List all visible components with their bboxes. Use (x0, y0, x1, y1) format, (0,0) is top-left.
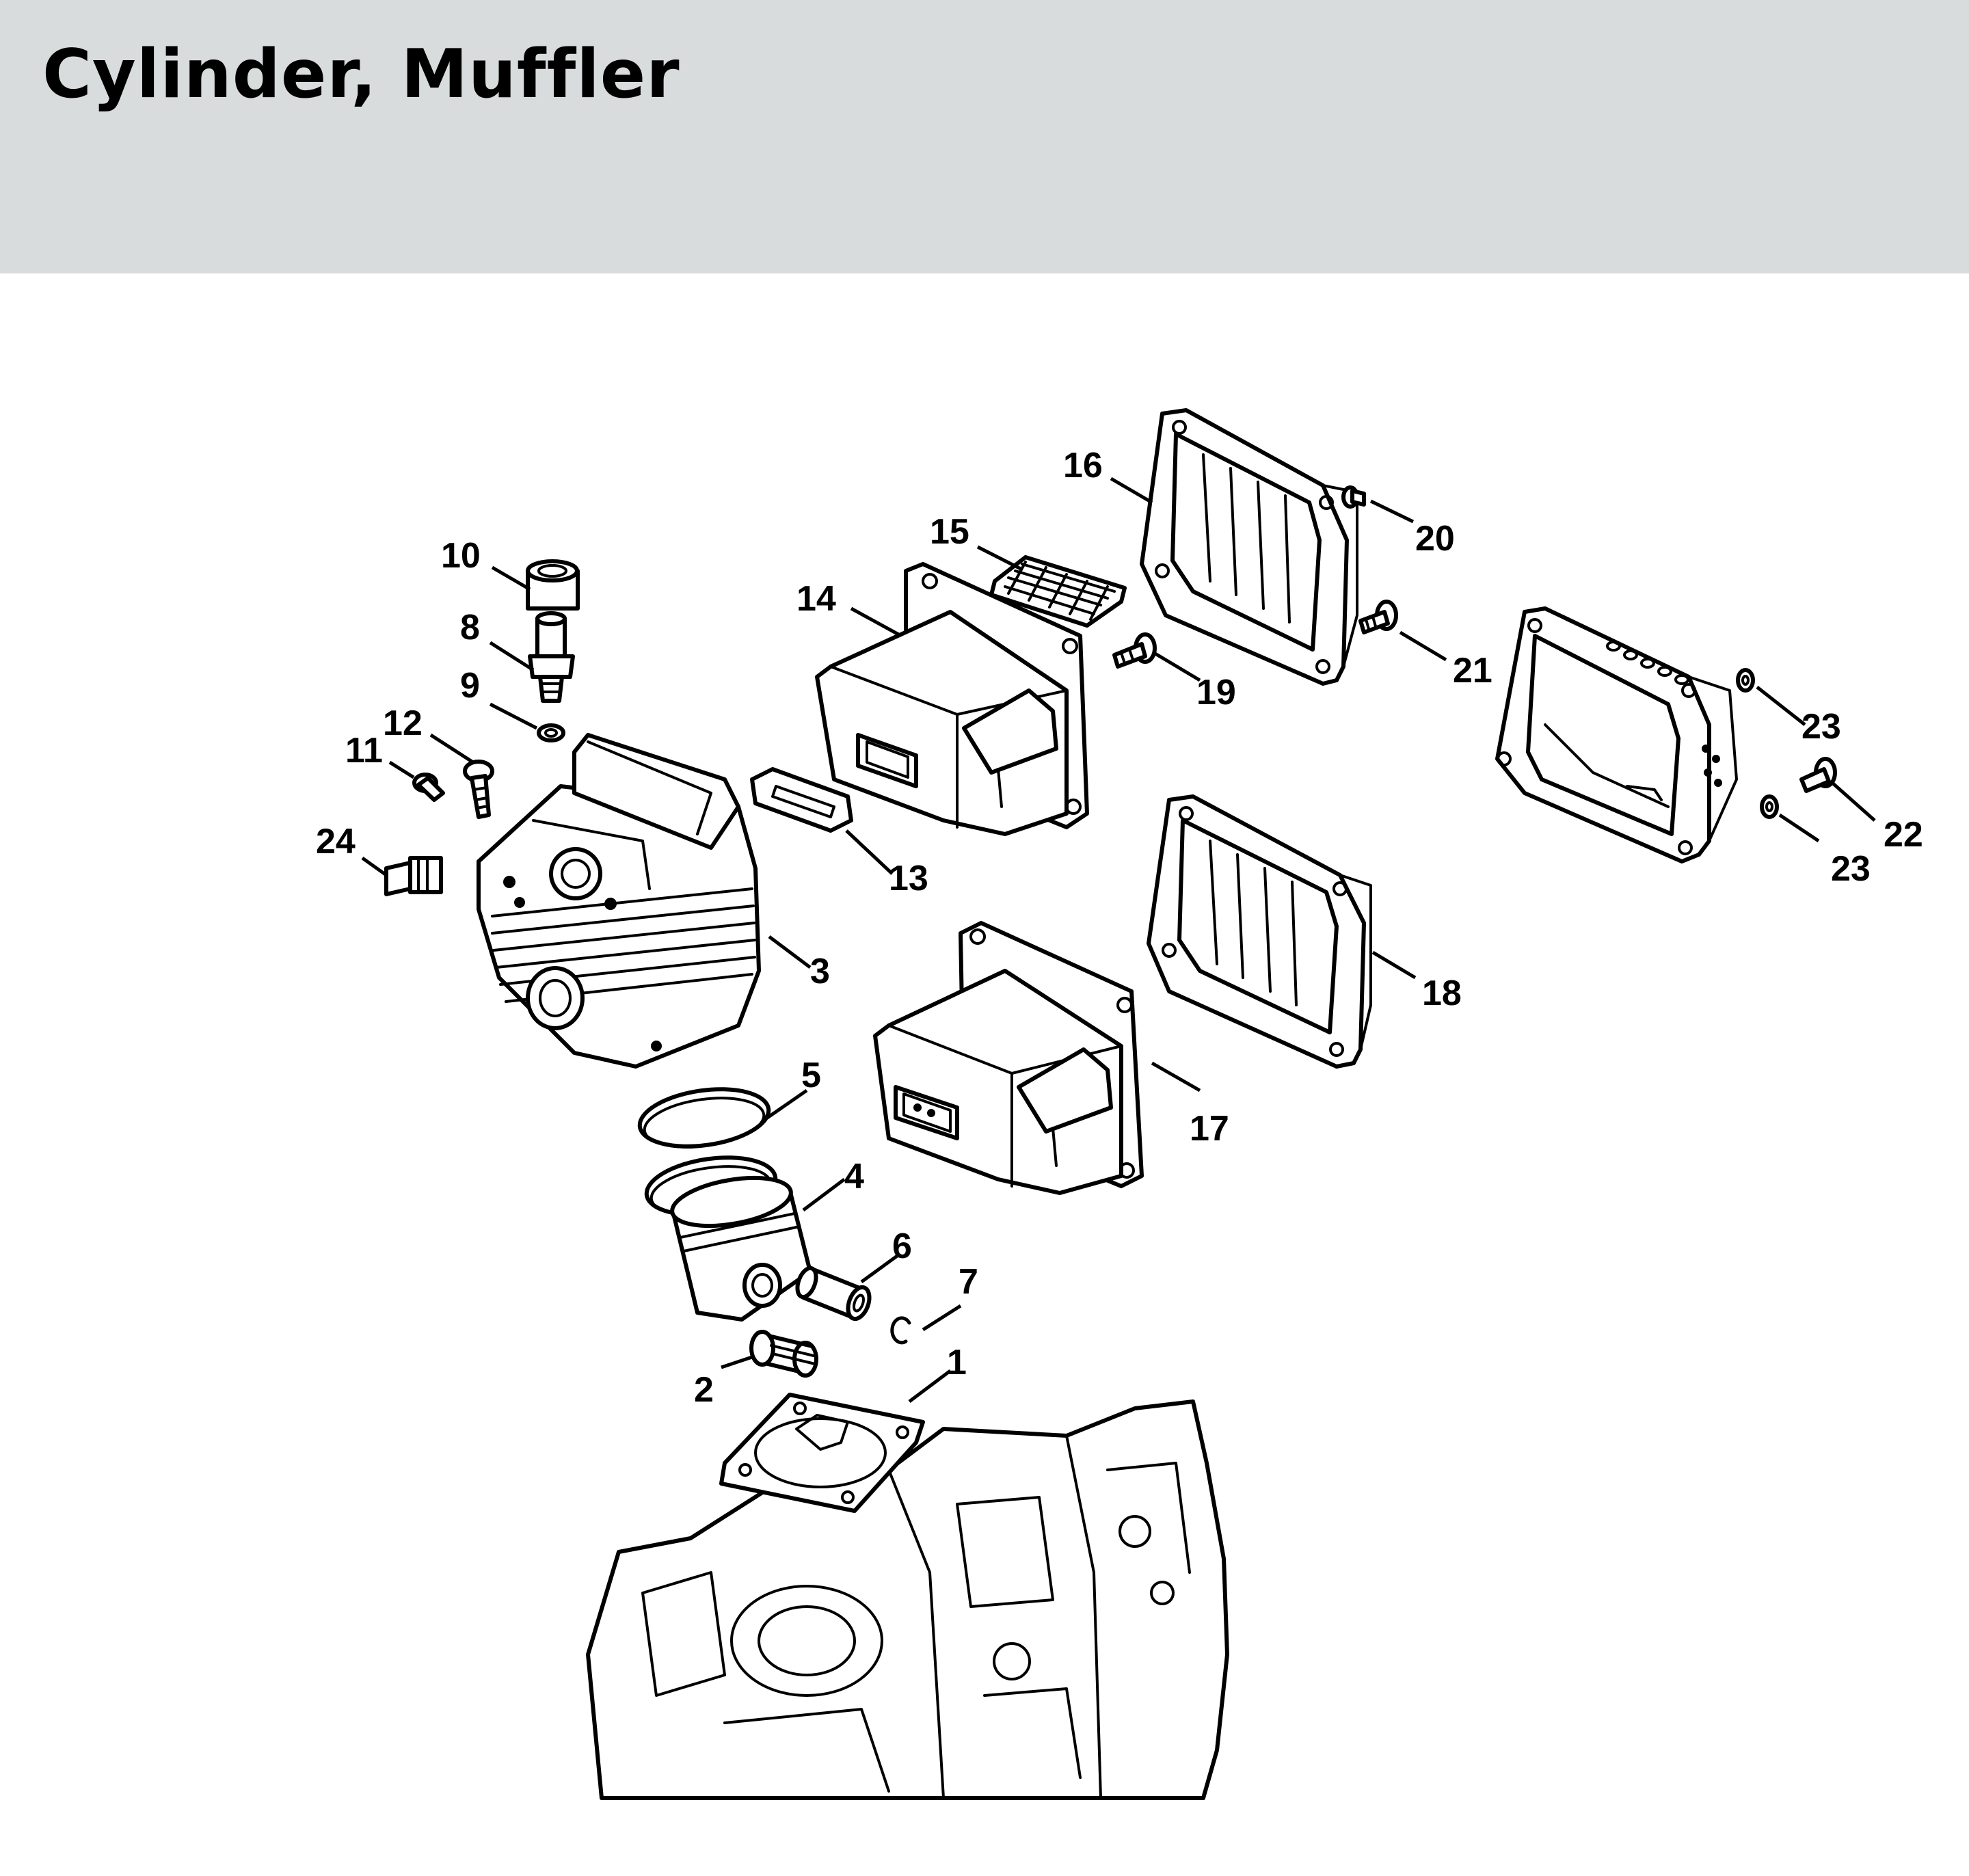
sleeve-nut (526, 559, 580, 611)
leader-lines (361, 477, 1876, 1403)
callout-16: 16 (1063, 446, 1103, 485)
callout-10: 10 (441, 536, 481, 576)
screw-11 (412, 773, 445, 802)
callout-11: 11 (345, 731, 383, 770)
callout-17: 17 (1190, 1109, 1229, 1149)
callout-13: 13 (889, 859, 928, 898)
screw-22 (1799, 757, 1837, 793)
crankcase (586, 1399, 1229, 1800)
callout-7: 7 (959, 1262, 978, 1302)
muffler-gasket (750, 767, 853, 833)
screw-20 (1341, 485, 1366, 509)
washer-23-lower (1760, 794, 1779, 819)
circlip (890, 1316, 911, 1345)
callout-19: 19 (1196, 673, 1236, 712)
callout-6: 6 (892, 1227, 912, 1266)
spark-plug (528, 611, 575, 703)
callout-20: 20 (1415, 519, 1455, 559)
screw-19 (1112, 632, 1157, 669)
callout-23-lower: 23 (1831, 849, 1871, 889)
callout-9: 9 (460, 666, 480, 706)
piston-rings (637, 1087, 778, 1217)
cylinder-base-gasket (719, 1393, 925, 1513)
sealing-ring-9 (537, 723, 565, 742)
callout-1: 1 (947, 1343, 967, 1382)
spark-arrestor-screen (989, 555, 1127, 628)
callout-24: 24 (316, 822, 356, 861)
callout-12: 12 (383, 704, 423, 743)
callout-14: 14 (796, 579, 836, 619)
callout-23-upper: 23 (1801, 707, 1841, 747)
callout-2: 2 (694, 1370, 714, 1410)
callout-labels: 1 2 3 4 5 6 7 8 9 10 11 12 13 14 15 16 1… (316, 446, 1923, 1410)
callout-21: 21 (1453, 651, 1492, 691)
muffler-shell-upper (1140, 408, 1358, 686)
screw-12 (463, 760, 494, 819)
callout-3: 3 (810, 952, 830, 991)
callout-22: 22 (1884, 815, 1923, 855)
cylinder (477, 733, 761, 1069)
washer-23-upper (1736, 668, 1755, 693)
screw-21 (1358, 600, 1398, 634)
title-bar: Cylinder, Muffler (0, 0, 1969, 273)
callout-4: 4 (844, 1157, 864, 1196)
callout-8: 8 (460, 608, 480, 647)
needle-cage (749, 1330, 818, 1378)
callout-15: 15 (930, 512, 969, 552)
page-title: Cylinder, Muffler (42, 36, 680, 113)
callout-5: 5 (801, 1056, 821, 1095)
piston (670, 1175, 812, 1322)
muffler-lower (873, 921, 1144, 1195)
piston-pin (795, 1265, 872, 1322)
callout-18: 18 (1422, 974, 1462, 1013)
decompression-valve (384, 856, 443, 896)
muffler-upper (815, 562, 1089, 836)
muffler-shell-lower (1147, 794, 1372, 1069)
muffler-housing-right (1495, 606, 1738, 863)
